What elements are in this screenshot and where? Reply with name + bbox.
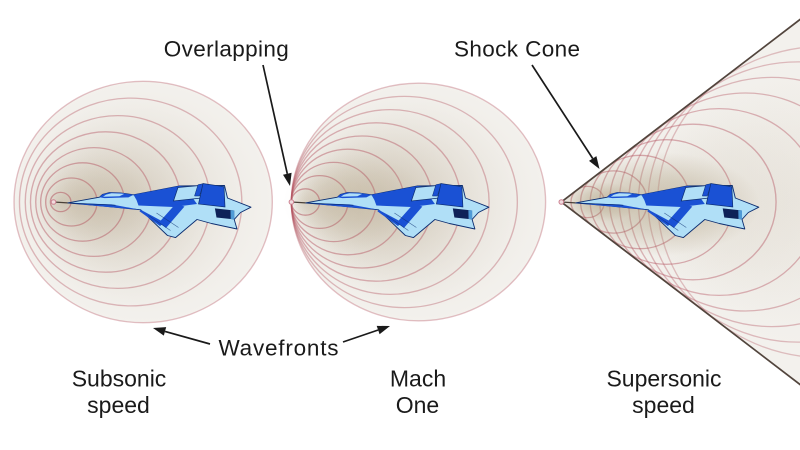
- svg-text:Shock Cone: Shock Cone: [454, 36, 580, 61]
- svg-text:Subsonic: Subsonic: [72, 365, 167, 391]
- svg-text:speed: speed: [632, 392, 695, 418]
- svg-text:Mach: Mach: [390, 365, 446, 391]
- svg-text:Wavefronts: Wavefronts: [219, 336, 339, 361]
- svg-text:One: One: [396, 392, 439, 418]
- svg-text:Supersonic: Supersonic: [606, 365, 721, 391]
- svg-text:Overlapping: Overlapping: [164, 36, 289, 61]
- svg-text:speed: speed: [87, 392, 150, 418]
